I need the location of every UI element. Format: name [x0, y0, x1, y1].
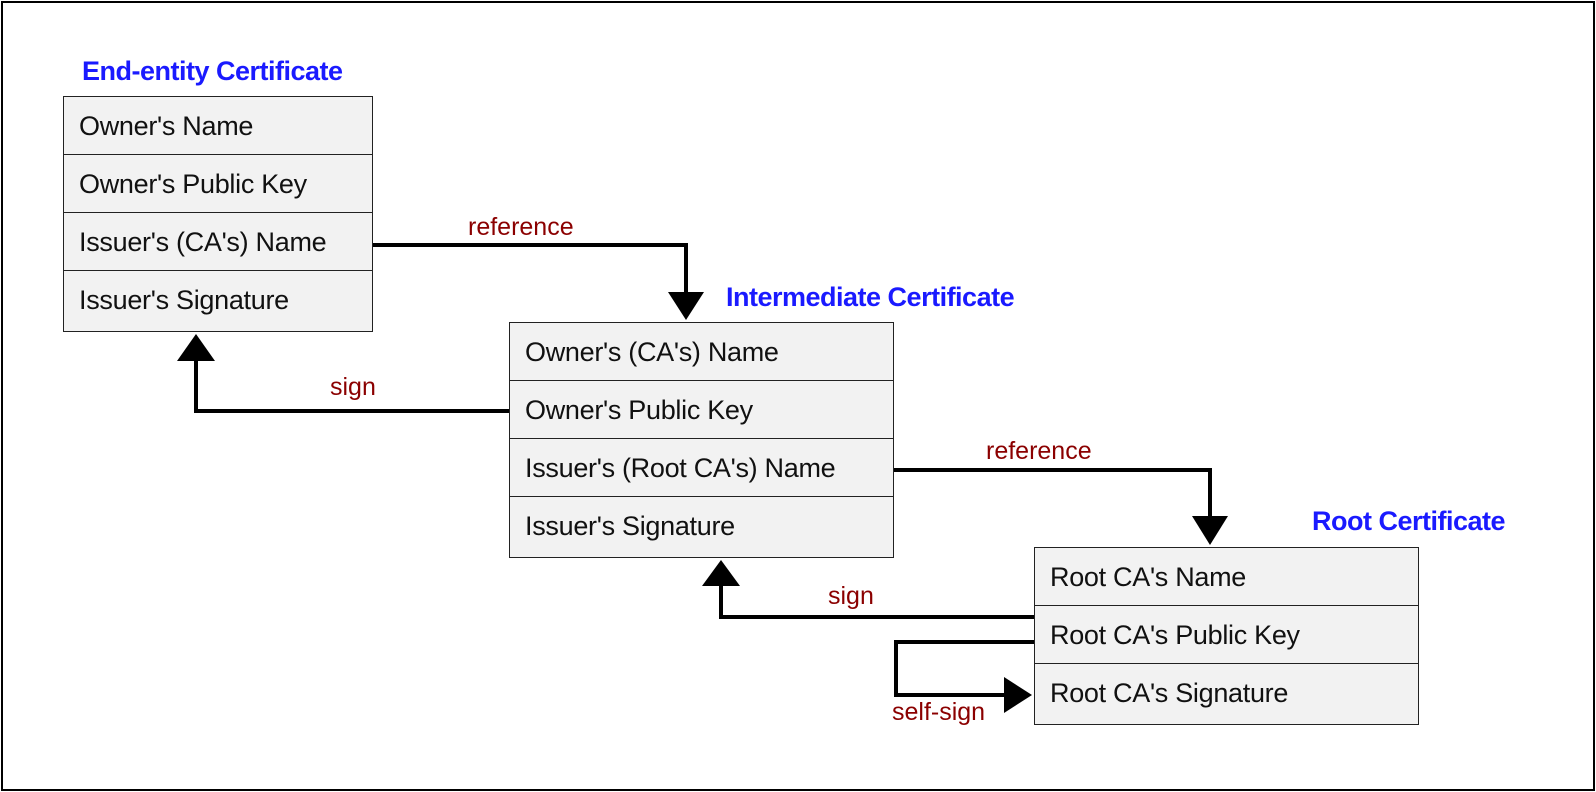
- end-entity-certificate: Owner's Name Owner's Public Key Issuer's…: [63, 96, 373, 332]
- reference-arrowhead-1: [668, 292, 704, 320]
- intermediate-certificate: Owner's (CA's) Name Owner's Public Key I…: [509, 322, 894, 558]
- intermediate-owner-public-key: Owner's Public Key: [510, 381, 893, 439]
- sign-arrowhead-2: [702, 560, 740, 586]
- root-certificate: Root CA's Name Root CA's Public Key Root…: [1034, 547, 1419, 725]
- intermediate-owner-name: Owner's (CA's) Name: [510, 323, 893, 381]
- sign-label-2: sign: [828, 582, 874, 610]
- reference-arrowhead-2: [1192, 516, 1228, 545]
- sign-label-1: sign: [330, 373, 376, 401]
- self-sign-arrowhead: [1004, 677, 1032, 713]
- sign-arrow-2: [719, 586, 1034, 619]
- sign-arrow-1: [194, 358, 509, 413]
- end-entity-owner-name: Owner's Name: [64, 97, 372, 155]
- self-sign-label: self-sign: [892, 698, 985, 726]
- end-entity-issuer-signature: Issuer's Signature: [79, 285, 289, 315]
- intermediate-issuer-signature: Issuer's Signature: [525, 511, 735, 541]
- self-sign-arrow: [894, 640, 1034, 697]
- root-ca-name: Root CA's Name: [1035, 548, 1418, 606]
- sign-arrowhead-1: [177, 334, 215, 361]
- reference-arrow-2: [894, 468, 1212, 516]
- intermediate-title: Intermediate Certificate: [726, 282, 1015, 312]
- intermediate-issuer-name: Issuer's (Root CA's) Name: [510, 439, 893, 497]
- root-ca-signature: Root CA's Signature: [1050, 678, 1289, 708]
- end-entity-owner-public-key: Owner's Public Key: [64, 155, 372, 213]
- root-ca-public-key: Root CA's Public Key: [1035, 606, 1418, 664]
- end-entity-issuer-name: Issuer's (CA's) Name: [64, 213, 372, 271]
- reference-label-2: reference: [986, 437, 1092, 465]
- reference-label-1: reference: [468, 213, 574, 241]
- root-title: Root Certificate: [1312, 506, 1506, 536]
- end-entity-title: End-entity Certificate: [82, 56, 343, 86]
- reference-arrow-1: [373, 243, 688, 292]
